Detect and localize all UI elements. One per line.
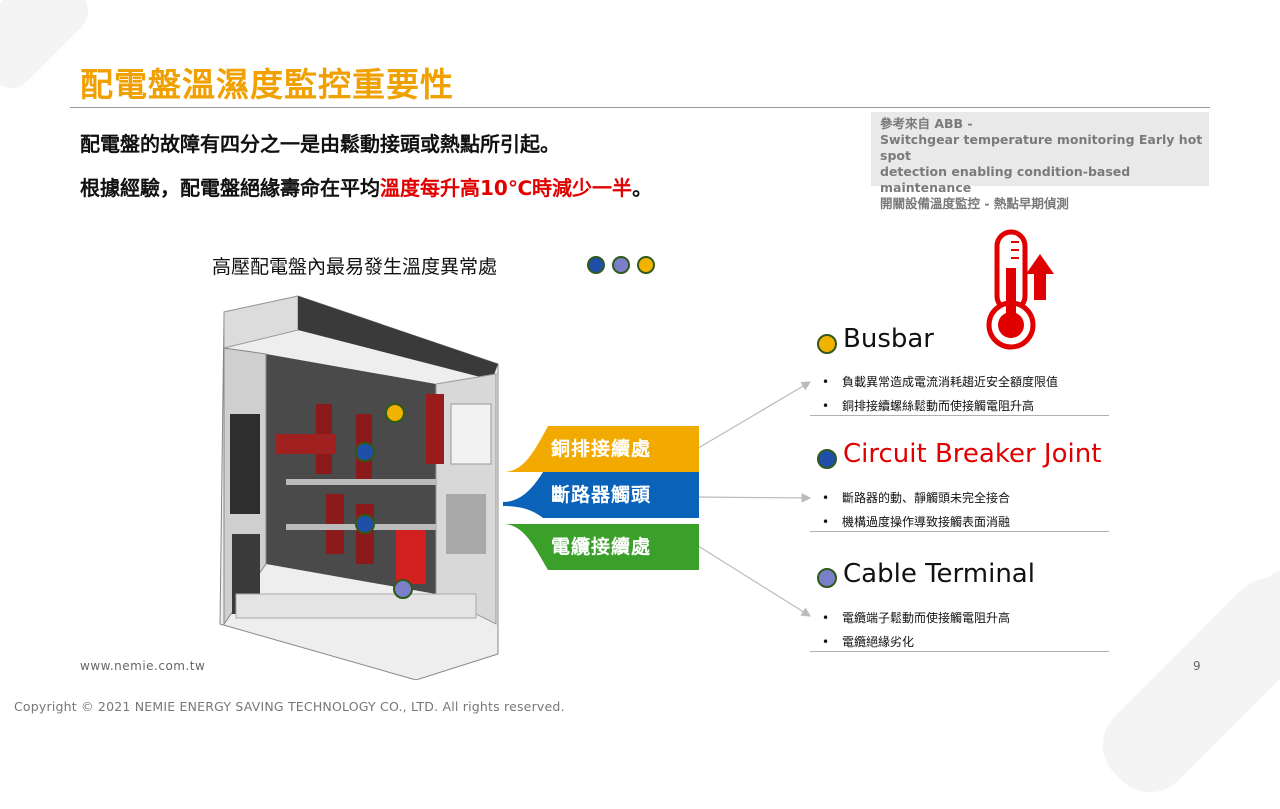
busbar-orange-dot-icon [817, 334, 837, 354]
slide-title: 配電盤溫濕度監控重要性 [80, 65, 454, 104]
section-title-circuit-breaker: Circuit Breaker Joint [843, 439, 1102, 469]
busbar-bullet-1: •負載異常造成電流消耗趨近安全額度限值 [822, 375, 1059, 389]
intro-line-2-highlight: 溫度每升高10℃時減少一半 [380, 176, 633, 200]
reference-line-2: Switchgear temperature monitoring Early … [880, 132, 1203, 163]
cable-purple-dot-icon [817, 568, 837, 588]
orange-dot-icon [637, 256, 655, 274]
breaker-bullet-2: •機構過度操作導致接觸表面消融 [822, 515, 1011, 529]
reference-line-3: detection enabling condition-based maint… [880, 164, 1131, 195]
reference-line-1: 參考來自 ABB - [880, 116, 973, 131]
reference-box: 參考來自 ABB - Switchgear temperature monito… [871, 112, 1209, 211]
breaker-bullet-1: •斷路器的動、靜觸頭未完全接合 [822, 491, 1011, 505]
illustration-heading: 高壓配電盤內最易發生溫度異常處 [212, 256, 498, 278]
copyright-text: Copyright © 2021 NEMIE ENERGY SAVING TEC… [14, 699, 565, 714]
intro-line-2: 根據經驗，配電盤絕緣壽命在平均溫度每升高10℃時減少一半。 [80, 172, 652, 201]
tag-busbar-joint-label: 銅排接續處 [550, 438, 651, 460]
tag-shape [503, 524, 699, 570]
busbar-bullet-2: •銅排接續螺絲鬆動而使接觸電阻升高 [822, 399, 1035, 413]
cable-bullet-2: •電纜絕緣劣化 [822, 635, 915, 649]
title-divider [70, 107, 1210, 108]
breaker-blue-dot-icon [817, 449, 837, 469]
section-title-busbar: Busbar [843, 324, 934, 354]
breaker-divider [810, 531, 1109, 532]
section-title-cable-terminal: Cable Terminal [843, 559, 1035, 589]
purple-dot-icon [612, 256, 630, 274]
busbar-divider [810, 415, 1109, 416]
tag-breaker-contact-label: 斷路器觸頭 [550, 484, 651, 506]
tag-breaker-contact: 斷路器觸頭 [503, 472, 699, 518]
switchgear-illustration [219, 295, 499, 680]
tag-cable-joint-label: 電纜接續處 [550, 536, 651, 558]
footer-url: www.nemie.com.tw [80, 659, 206, 673]
cable-bullet-1: •電纜端子鬆動而使接觸電阻升高 [822, 611, 1011, 625]
thermometer-rising-icon [986, 229, 1054, 350]
page-number: 9 [1193, 659, 1201, 673]
intro-line-2-prefix: 根據經驗，配電盤絕緣壽命在平均 [80, 176, 380, 200]
connector-lines [694, 381, 812, 617]
cable-divider [810, 651, 1109, 652]
reference-line-4: 開關設備溫度監控 - 熱點早期偵測 [880, 196, 1069, 211]
intro-line-2-suffix: 。 [632, 176, 653, 200]
tag-cable-joint: 電纜接續處 [503, 524, 699, 570]
tag-busbar-joint: 銅排接續處 [503, 426, 699, 472]
tag-shape [503, 472, 699, 518]
intro-line-1: 配電盤的故障有四分之一是由鬆動接頭或熱點所引起。 [80, 132, 560, 156]
blue-dot-icon [587, 256, 605, 274]
tag-shape [503, 426, 699, 472]
